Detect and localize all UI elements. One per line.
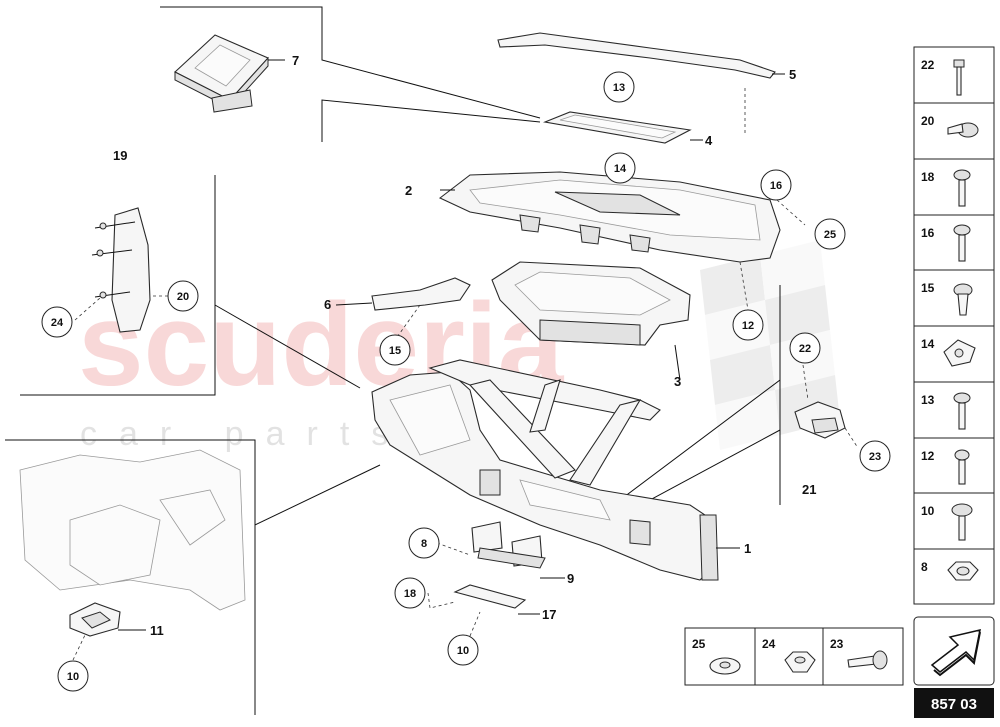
circle-22: 22 bbox=[789, 332, 821, 364]
fastener-8-label: 8 bbox=[921, 560, 928, 574]
fastener-22-label: 22 bbox=[921, 58, 935, 72]
svg-text:18: 18 bbox=[404, 588, 416, 600]
part-1-cross-car-beam bbox=[371, 359, 719, 581]
callout-11: 7 bbox=[292, 53, 299, 68]
part-19-side-bracket bbox=[91, 207, 151, 333]
arrow-up-right-icon bbox=[930, 629, 981, 677]
svg-text:15: 15 bbox=[389, 345, 401, 357]
circle-10: 10 bbox=[447, 634, 479, 666]
circle-12: 12 bbox=[732, 309, 764, 341]
part-2-dash-carrier bbox=[438, 171, 781, 263]
svg-text:8: 8 bbox=[421, 538, 427, 550]
fastener-23-label: 23 bbox=[830, 637, 844, 651]
circle-18: 18 bbox=[394, 577, 426, 609]
circle-24: 24 bbox=[41, 306, 73, 338]
part-6-air-duct bbox=[371, 277, 471, 311]
svg-text:25: 25 bbox=[824, 229, 836, 241]
svg-text:12: 12 bbox=[742, 320, 754, 332]
fastener-15-label: 15 bbox=[921, 281, 935, 295]
washer-25-icon bbox=[709, 657, 741, 675]
bolt-20-icon bbox=[947, 122, 979, 138]
fastener-18-label: 18 bbox=[921, 170, 935, 184]
callout-3: 3 bbox=[674, 374, 681, 389]
callout-7: 9 bbox=[567, 571, 574, 586]
svg-text:13: 13 bbox=[613, 82, 625, 94]
circle-25: 25 bbox=[814, 218, 846, 250]
svg-text:16: 16 bbox=[770, 180, 782, 192]
screw-22-icon bbox=[953, 59, 965, 96]
clip-nut-14-icon bbox=[943, 339, 976, 367]
callout-5: 5 bbox=[789, 67, 796, 82]
circle-8: 8 bbox=[408, 527, 440, 559]
watermark: scuderia car parts bbox=[78, 240, 840, 453]
circle-14: 14 bbox=[604, 152, 636, 184]
nut-8-icon bbox=[947, 561, 979, 581]
diagram-code: 857 03 bbox=[931, 696, 977, 713]
fastener-24-label: 24 bbox=[762, 637, 776, 651]
fastener-10-label: 10 bbox=[921, 504, 935, 518]
fastener-12-label: 12 bbox=[921, 449, 935, 463]
svg-text:10: 10 bbox=[67, 671, 79, 683]
circle-15: 15 bbox=[379, 334, 411, 366]
circle-13: 13 bbox=[603, 71, 635, 103]
circle-23: 23 bbox=[859, 440, 891, 472]
part-5-upper-trim bbox=[497, 32, 776, 79]
part-4-vent-strip bbox=[542, 111, 692, 144]
leader-dashes bbox=[72, 88, 859, 661]
screw-12-icon bbox=[954, 449, 970, 485]
svg-text:20: 20 bbox=[177, 291, 189, 303]
circle-20: 20 bbox=[167, 280, 199, 312]
frame-lines bbox=[5, 6, 781, 715]
callout-1: 1 bbox=[744, 541, 751, 556]
screw-10-icon bbox=[951, 503, 973, 541]
fastener-16-label: 16 bbox=[921, 226, 935, 240]
part-17-rail bbox=[453, 584, 527, 609]
part-3-center-support bbox=[491, 261, 691, 346]
circle-10-inset: 10 bbox=[57, 660, 89, 692]
svg-text:22: 22 bbox=[799, 343, 811, 355]
callout-9: 11 bbox=[150, 623, 164, 638]
callout-4: 4 bbox=[705, 133, 713, 148]
part-11-storage-box bbox=[174, 34, 269, 113]
callout-19: 19 bbox=[113, 148, 127, 163]
next-page-button[interactable] bbox=[913, 616, 995, 686]
screw-18-icon bbox=[953, 169, 971, 207]
circle-16: 16 bbox=[760, 169, 792, 201]
fastener-14-label: 14 bbox=[921, 337, 935, 351]
callout-21: 21 bbox=[802, 482, 816, 497]
callout-labels: 7 5 4 19 2 6 3 21 1 9 17 11 bbox=[113, 53, 816, 638]
fastener-column: 22 20 18 16 15 14 13 12 10 8 bbox=[913, 46, 995, 605]
svg-text:23: 23 bbox=[869, 451, 881, 463]
screw-13-icon bbox=[953, 392, 971, 430]
callout-17: 17 bbox=[542, 607, 556, 622]
fastener-13-label: 13 bbox=[921, 393, 935, 407]
part-7-bracket-pair bbox=[471, 521, 546, 569]
callout-6: 6 bbox=[324, 297, 331, 312]
nut-24-icon bbox=[784, 651, 816, 673]
inset-detail bbox=[19, 449, 246, 637]
svg-text:10: 10 bbox=[457, 645, 469, 657]
callout-2: 2 bbox=[405, 183, 412, 198]
fastener-25-label: 25 bbox=[692, 637, 706, 651]
fastener-20-label: 20 bbox=[921, 114, 935, 128]
bolt-23-icon bbox=[847, 650, 888, 670]
screw-15-icon bbox=[953, 283, 973, 316]
fastener-row: 25 24 23 bbox=[684, 627, 904, 686]
watermark-sub: car parts bbox=[80, 415, 410, 453]
callout-leaders bbox=[118, 59, 785, 631]
diagram-code-badge: 857 03 bbox=[914, 688, 994, 718]
svg-text:24: 24 bbox=[51, 317, 64, 329]
screw-16-icon bbox=[953, 224, 971, 262]
circled-callouts: 13 14 16 25 20 24 15 12 22 23 8 18 10 10 bbox=[41, 71, 891, 692]
svg-text:14: 14 bbox=[614, 163, 627, 175]
